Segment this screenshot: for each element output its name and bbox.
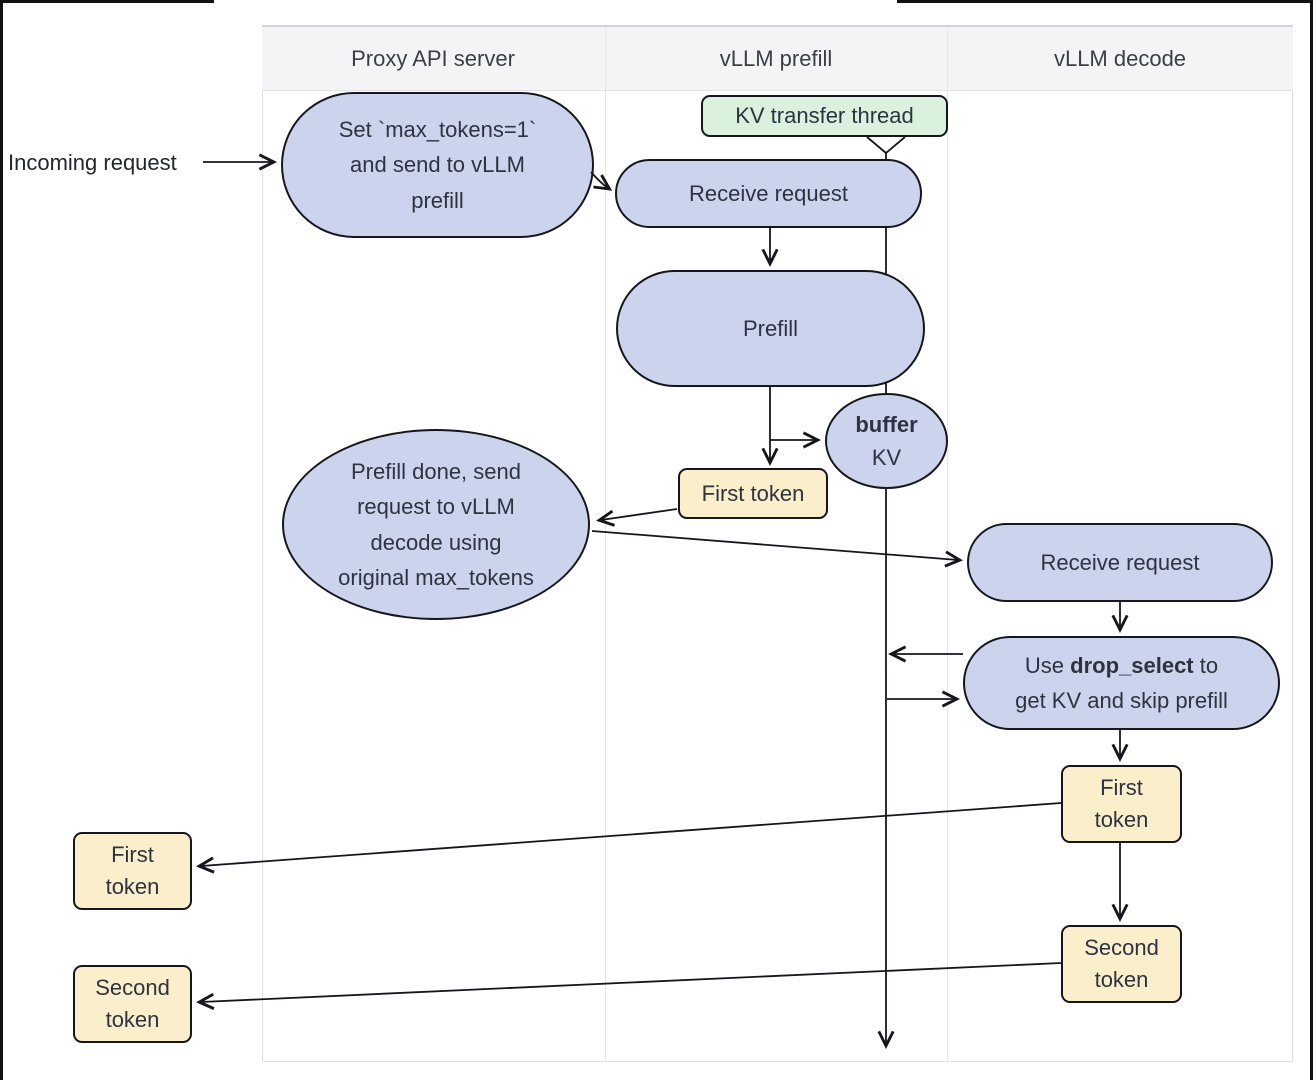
kv-transfer-thread-note: KV transfer thread [701, 95, 948, 137]
column-header-band [262, 27, 1293, 91]
node-first-token-output: First token [73, 832, 192, 910]
node-drop-select: Use drop_select to get KV and skip prefil… [963, 636, 1280, 730]
column-header-proxy: Proxy API server [351, 46, 515, 71]
node-prefill-done: Prefill done, send request to vLLM decod… [282, 429, 590, 620]
drop-select-bold: drop_select [1070, 652, 1194, 678]
column-separator-prefill-decode [947, 27, 948, 1062]
node-receive-request-prefill: Receive request [615, 159, 922, 228]
node-second-token-decode: Second token [1061, 925, 1182, 1003]
buffer-kv-rest: KV [871, 445, 902, 470]
kv-transfer-thread-text: KV transfer thread [735, 103, 914, 129]
frame-border-top-left [0, 0, 214, 3]
node-first-token-prefill: First token [678, 468, 828, 519]
column-separator-proxy-prefill [605, 27, 606, 1062]
node-receive-request-decode: Receive request [967, 523, 1273, 602]
column-header-decode: vLLM decode [1053, 46, 1187, 71]
node-first-token-decode: First token [1061, 765, 1182, 843]
node-set-max-tokens: Set `max_tokens=1` and send to vLLM pref… [281, 92, 594, 238]
drop-select-line2: get KV and skip prefill [1015, 688, 1228, 713]
frame-border-right [1310, 0, 1313, 1080]
node-prefill: Prefill [616, 270, 925, 387]
drop-select-pre: Use [1024, 652, 1071, 678]
node-second-token-output: Second token [73, 965, 192, 1043]
drop-select-post: to [1193, 652, 1219, 678]
frame-border-top-right [897, 0, 1310, 3]
column-header-prefill: vLLM prefill [719, 46, 833, 71]
frame-border-left [0, 0, 3, 1080]
incoming-request-label: Incoming request [8, 150, 177, 175]
drop-select-text: Use drop_select to get KV and skip prefil… [1015, 648, 1228, 718]
buffer-kv-bold: buffer [855, 412, 918, 437]
